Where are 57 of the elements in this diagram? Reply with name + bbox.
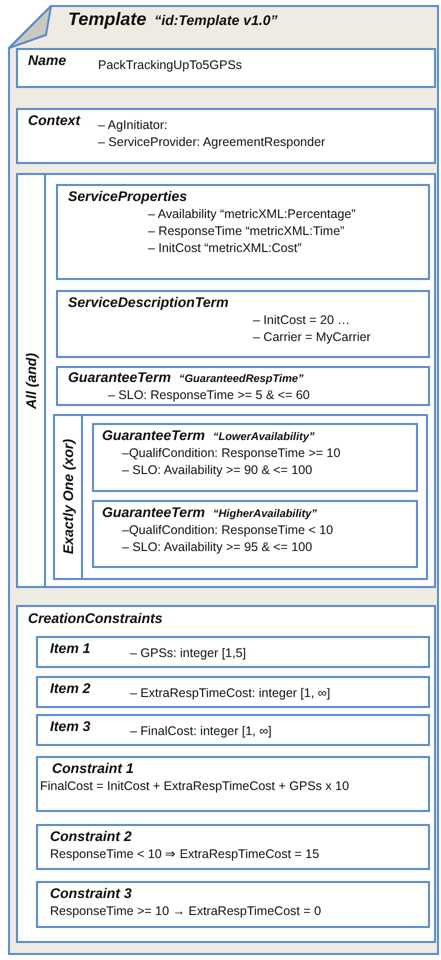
- body-text: PackTrackingUpTo5GPSs: [98, 57, 242, 74]
- subheading: “id:Template v1.0”: [154, 12, 278, 28]
- heading: ServiceProperties: [68, 188, 188, 204]
- body-text: – ExtraRespTimeCost: integer [1, ∞]: [130, 685, 330, 702]
- term-box: [16, 108, 436, 164]
- term-box: [36, 824, 430, 870]
- body-text: – Availability “metricXML:Percentage”: [148, 206, 356, 223]
- heading: Item 1: [50, 640, 90, 656]
- heading: GuaranteeTerm: [102, 427, 205, 443]
- subheading: “HigherAvailability”: [212, 508, 317, 520]
- term-box: [36, 881, 430, 928]
- heading: Name: [28, 52, 66, 68]
- term-box: [36, 714, 430, 746]
- body-text: – SLO: Availability >= 90 & <= 100: [122, 462, 314, 479]
- body-text: – InitCost “metricXML:Cost”: [148, 240, 303, 257]
- term-box: [36, 636, 430, 668]
- term-box: [36, 756, 430, 812]
- term-box: [56, 366, 430, 406]
- term-box: [16, 605, 436, 943]
- body-text: FinalCost = InitCost + ExtraRespTimeCost + GPSs x 10: [40, 778, 350, 795]
- body-text: – FinalCost: integer [1, ∞]: [130, 723, 272, 740]
- body-text: – Carrier = MyCarrier: [253, 329, 372, 346]
- body-text: –QualifCondition: ResponseTime >= 10: [122, 445, 342, 462]
- term-box: [92, 423, 418, 492]
- term-box: [92, 500, 418, 568]
- heading: Constraint 3: [50, 885, 132, 901]
- heading: Item 3: [50, 718, 90, 734]
- heading: GuaranteeTerm: [68, 369, 171, 385]
- body-text: ResponseTime >= 10 → ExtraRespTimeCost = 0: [50, 903, 322, 920]
- body-text: ResponseTime < 10 ⇒ ExtraRespTimeCost = 15: [50, 846, 320, 863]
- heading: Template: [68, 9, 146, 29]
- body-text: – ResponseTime “metricXML:Time”: [148, 223, 346, 240]
- body-text: – AgInitiator:: [98, 117, 168, 134]
- heading: GuaranteeTerm: [102, 504, 205, 520]
- heading: Context: [28, 112, 80, 128]
- heading: Constraint 2: [50, 828, 132, 844]
- term-box: [36, 676, 430, 708]
- heading: Constraint 1: [52, 760, 134, 776]
- subheading: “LowerAvailability”: [212, 431, 314, 443]
- group-box: [16, 173, 436, 588]
- term-box: [56, 184, 430, 280]
- body-text: – SLO: ResponseTime >= 5 & <= 60: [108, 387, 311, 404]
- subheading: “GuaranteedRespTime”: [178, 373, 304, 385]
- body-text: – InitCost = 20 …: [253, 312, 351, 329]
- group-label: All (and): [23, 352, 39, 408]
- term-box: [56, 290, 430, 358]
- group-box: [53, 414, 428, 580]
- heading: ServiceDescriptionTerm: [68, 294, 229, 310]
- body-text: – SLO: Availability >= 95 & <= 100: [122, 539, 314, 556]
- body-text: –QualifCondition: ResponseTime < 10: [122, 522, 334, 539]
- heading: Item 2: [50, 680, 90, 696]
- template-frame: [8, 5, 439, 955]
- term-box: [16, 48, 436, 88]
- body-text: – ServiceProvider: AgreementResponder: [98, 134, 326, 151]
- heading: CreationConstraints: [28, 610, 163, 626]
- group-label: Exactly One (xor): [60, 439, 76, 555]
- body-text: – GPSs: integer [1,5]: [130, 645, 246, 662]
